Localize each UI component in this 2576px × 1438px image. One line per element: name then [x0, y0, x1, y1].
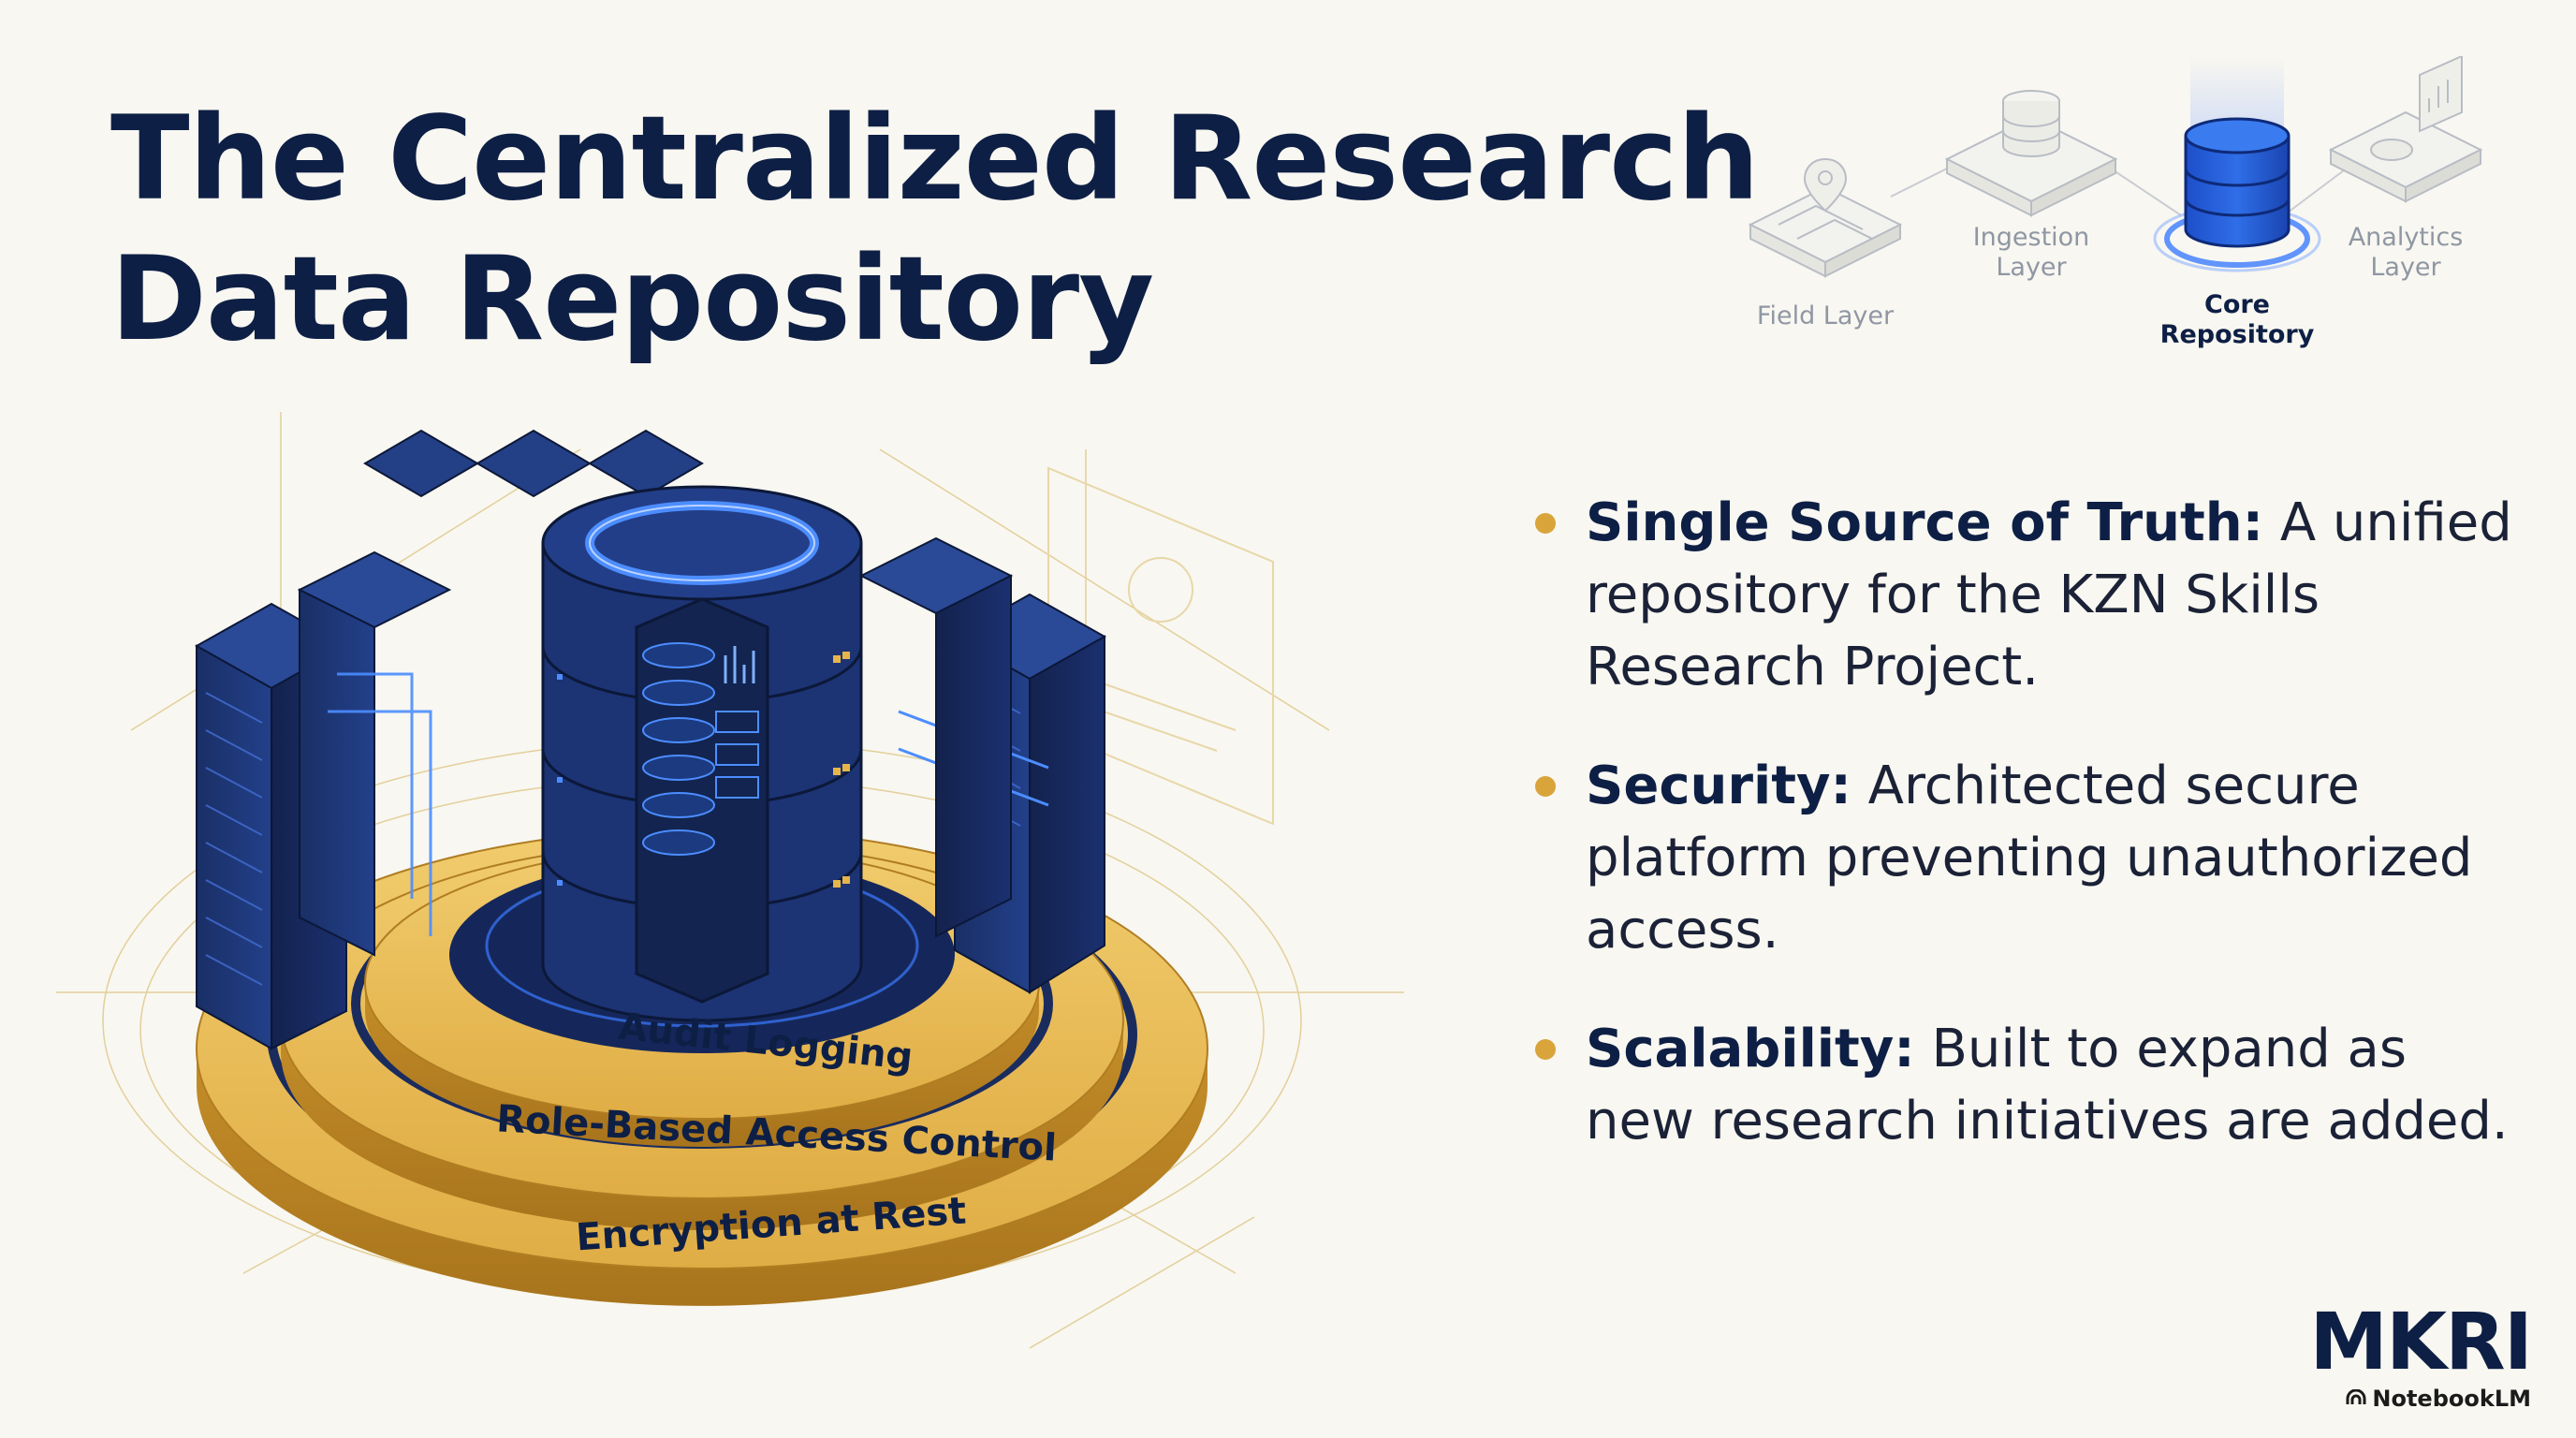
bullet-text: Single Source of Truth: A unified reposi…	[1586, 487, 2527, 703]
stage-label-core: Core Repository	[2134, 290, 2340, 350]
bullet-body: Architected secure platform preventing u…	[1586, 756, 2473, 961]
stage-label-line: Layer	[1996, 253, 2067, 282]
bullet-heading: Single Source of Truth:	[1586, 492, 2264, 553]
central-core	[541, 485, 863, 1022]
bullet-heading: Scalability:	[1586, 1019, 1915, 1079]
stage-label-line: Field Layer	[1756, 301, 1895, 330]
list-item: Security: Architected secure platform pr…	[1535, 750, 2527, 966]
list-item: Scalability: Built to expand as new rese…	[1535, 1013, 2527, 1157]
stage-label-line: Layer	[2370, 253, 2441, 282]
notebooklm-credit: NotebookLM	[2309, 1386, 2531, 1412]
server-racks	[194, 429, 1107, 1050]
title-line-1: The Centralized Research	[110, 92, 1760, 227]
repository-illustration: Audit Logging Role-Based Access Control …	[56, 374, 1423, 1414]
bullet-dot-icon	[1535, 1039, 1556, 1060]
notebooklm-icon	[2346, 1386, 2366, 1412]
pipeline-graphic	[1748, 56, 2483, 278]
benefits-list: Single Source of Truth: A unified reposi…	[1535, 487, 2527, 1204]
page-title: The Centralized Research Data Repository	[110, 89, 1795, 370]
bullet-dot-icon	[1535, 776, 1556, 797]
logo-text: MKRI	[2309, 1296, 2533, 1387]
core-database-icon	[2153, 56, 2321, 272]
list-item: Single Source of Truth: A unified reposi…	[1535, 487, 2527, 703]
bullet-body: A unified repository for the KZN Skills …	[1586, 492, 2512, 697]
stage-label-line: Analytics	[2348, 223, 2464, 252]
notebooklm-label: NotebookLM	[2372, 1386, 2531, 1412]
stage-label-line: Core	[2204, 290, 2270, 319]
map-pin-icon	[1748, 157, 1903, 278]
stage-label-analytics: Analytics Layer	[2303, 223, 2509, 283]
stage-label-ingestion: Ingestion Layer	[1928, 223, 2134, 283]
stage-label-line: Ingestion	[1972, 223, 2090, 252]
bullet-body: Built to expand as new research initiati…	[1586, 1019, 2509, 1152]
bullet-text: Scalability: Built to expand as new rese…	[1586, 1013, 2527, 1157]
analytics-chart-icon	[2328, 56, 2483, 203]
bullet-dot-icon	[1535, 513, 1556, 534]
stage-label-line: Repository	[2159, 320, 2315, 349]
brand-logo: MKRI NotebookLM	[2309, 1296, 2533, 1412]
stage-label-field: Field Layer	[1722, 301, 1928, 331]
bullet-text: Security: Architected secure platform pr…	[1586, 750, 2527, 966]
pipeline-diagram: Field Layer Ingestion Layer Core Reposit…	[1722, 56, 2509, 374]
title-line-2: Data Repository	[110, 232, 1154, 367]
database-icon	[1944, 90, 2118, 217]
bullet-heading: Security:	[1586, 756, 1852, 816]
server-core-graphic	[56, 412, 1404, 1349]
